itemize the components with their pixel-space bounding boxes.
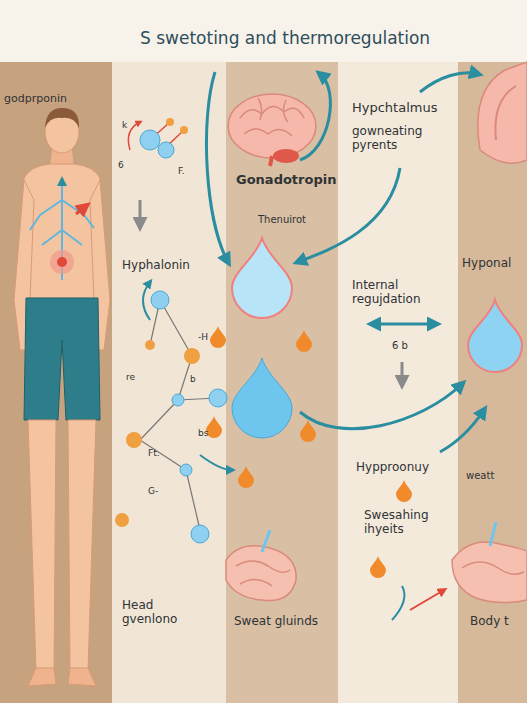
diagram-label: Gonadotropin <box>236 172 336 188</box>
diagram-title: S swetoting and thermoregulation <box>140 28 430 48</box>
band <box>458 62 527 703</box>
brain-illustration <box>228 94 316 166</box>
diagram-label: Hypchtalmus <box>352 100 437 116</box>
sweat-gland <box>452 522 527 603</box>
diagram-label: weatt <box>466 470 494 482</box>
molecule <box>115 282 232 543</box>
flow-arrow <box>140 72 484 620</box>
diagram-label: bs <box>198 428 208 439</box>
title-band <box>0 0 527 62</box>
diagram-label: Swesahing ihyeits <box>364 508 464 537</box>
diagram-label: Sweat gluinds <box>234 614 318 628</box>
sweat-gland <box>226 530 296 601</box>
human-figure <box>14 108 110 686</box>
diagram-label: Body t <box>470 614 509 628</box>
water-drop <box>468 300 522 372</box>
diagram-label: b <box>190 374 196 385</box>
diagram-label: gowneating pyrents <box>352 124 452 153</box>
band <box>338 62 458 703</box>
diagram-label: -H <box>198 332 208 343</box>
molecule <box>128 118 188 158</box>
diagram-label: Hyphalonin <box>122 258 190 272</box>
organ-illustration <box>478 62 527 163</box>
diagram-label: Ft. <box>148 448 160 459</box>
diagram-label: Hypproonuy <box>356 460 429 474</box>
sweat-droplets <box>206 326 412 578</box>
diagram-label: 6 <box>118 160 124 171</box>
diagram-label: Internal regujdation <box>352 278 462 307</box>
diagram-label: Thenuirot <box>258 214 306 226</box>
band <box>112 62 226 703</box>
water-drop <box>232 358 292 438</box>
band <box>226 62 338 703</box>
diagram-label: k <box>122 120 127 131</box>
water-drop <box>232 238 292 318</box>
diagram-label: G- <box>148 486 158 497</box>
band <box>0 62 112 703</box>
diagram-label: F. <box>178 166 185 177</box>
diagram-label: Head gvenlono <box>122 598 202 627</box>
diagram-label: 6 b <box>392 340 408 352</box>
diagram-label: Hyponal <box>462 256 511 270</box>
diagram-label: godprponin <box>4 92 67 105</box>
diagram-label: re <box>126 372 135 383</box>
